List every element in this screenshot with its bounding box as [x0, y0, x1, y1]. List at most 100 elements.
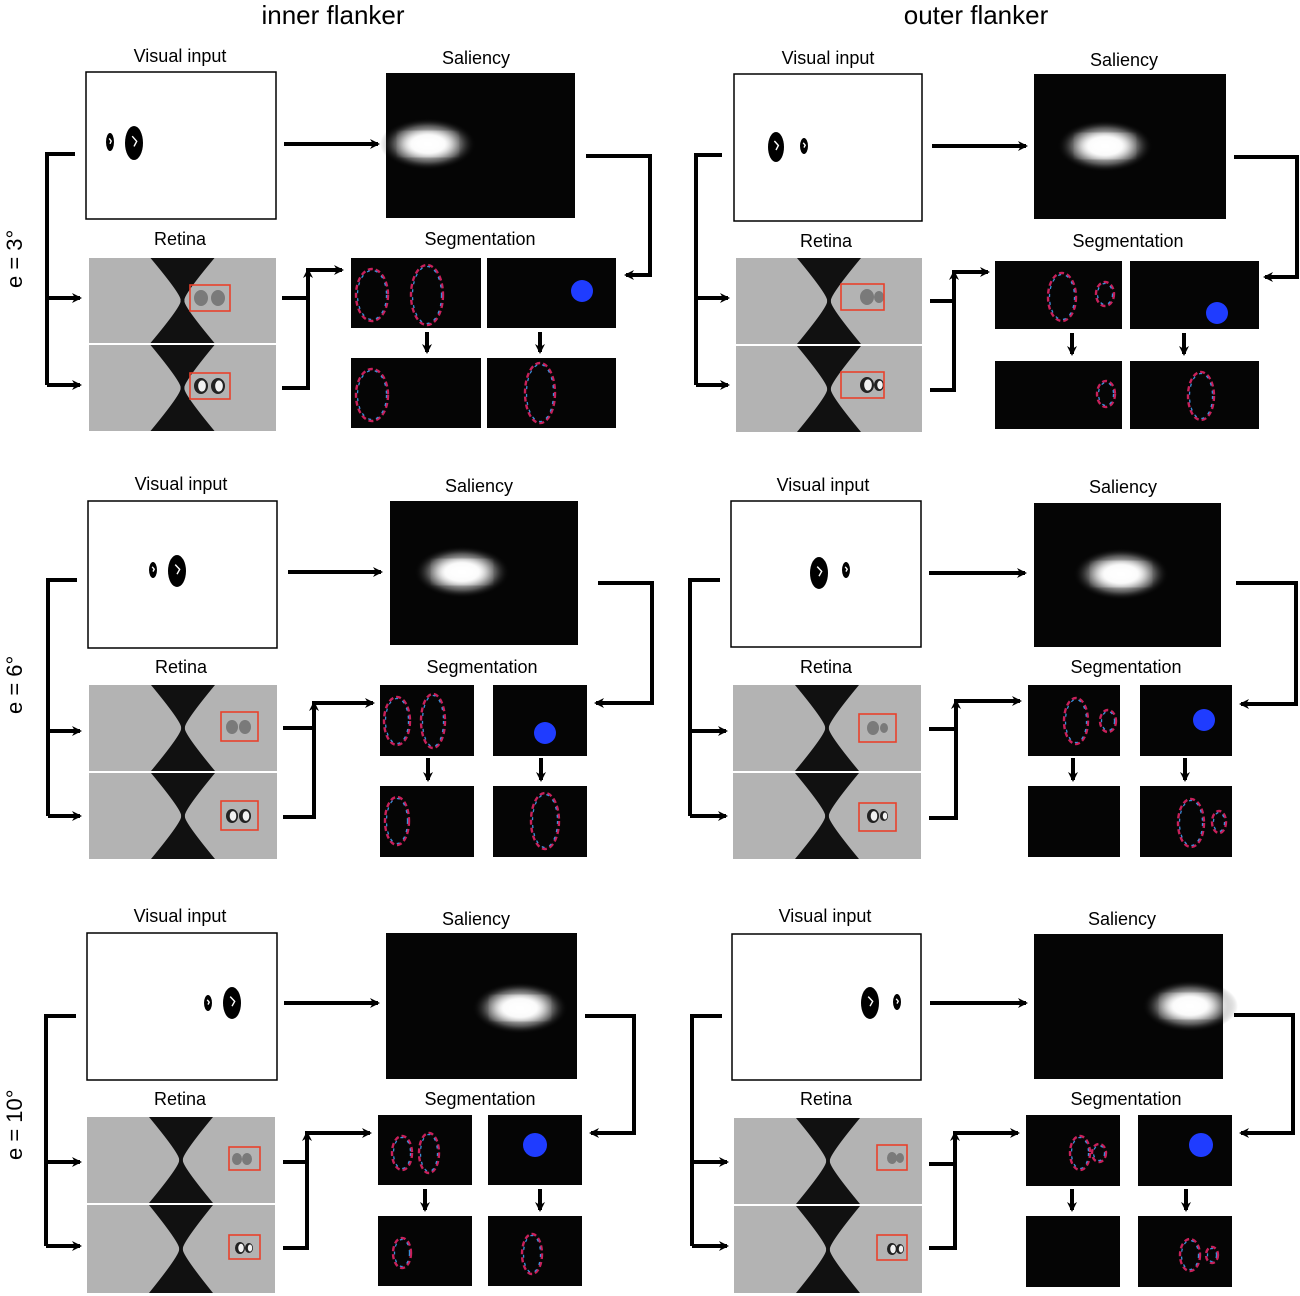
retina-target — [226, 720, 238, 734]
retina-hourglass — [797, 346, 861, 432]
stimulus-gap — [867, 996, 874, 1007]
stimulus-gap — [773, 140, 780, 151]
arrow-trunk — [44, 1014, 76, 1246]
segmentation-marker — [1193, 709, 1215, 731]
segmentation-contour-inner — [356, 269, 388, 321]
segmentation-panel — [1138, 1216, 1232, 1287]
arrow-retina-to-segmentation — [930, 270, 959, 392]
retina-target-highlight — [215, 380, 223, 392]
segmentation-contour — [382, 695, 412, 747]
segmentation-contour-inner — [1064, 698, 1088, 744]
label-retina: Retina — [153, 1089, 207, 1109]
arrow-retina-to-segmentation — [282, 268, 313, 390]
segmentation-contour — [529, 791, 561, 851]
stimulus-gap — [108, 137, 113, 145]
label-saliency: Saliency — [444, 476, 514, 496]
stimulus-gap — [816, 566, 823, 577]
stimulus-blob — [810, 557, 828, 589]
retina-highlight-box — [840, 371, 885, 399]
segmentation-panel — [1140, 685, 1232, 756]
segmentation-contour-inner — [522, 1234, 542, 1274]
stimulus-blob — [125, 126, 143, 160]
segmentation-contour — [1095, 379, 1117, 409]
segmentation-panel — [995, 361, 1122, 429]
retina-hourglass — [149, 1205, 213, 1293]
segmentation-contour — [354, 267, 390, 323]
arrow-retina-to-segmentation — [283, 701, 319, 819]
segmentation-contour — [1098, 708, 1118, 734]
stimulus-blob — [893, 994, 901, 1010]
segmentation-contour — [383, 795, 411, 847]
label-segmentation: Segmentation — [426, 657, 538, 677]
label-saliency: Saliency — [1089, 50, 1159, 70]
retina-highlight-box — [220, 800, 259, 831]
stimulus-blob — [168, 555, 186, 587]
arrow-retina-to-segmentation — [929, 1131, 960, 1250]
segmentation-contour-inner — [421, 694, 445, 748]
segmentation-marker — [534, 722, 556, 744]
stimulus-gap — [229, 996, 236, 1007]
arrow-saliency-to-segmentation — [1234, 155, 1299, 282]
label-visual-input: Visual input — [781, 48, 875, 68]
saliency-core — [402, 133, 454, 155]
segmentation-contour-inner — [1096, 282, 1114, 306]
arrow-saliency-to-segmentation — [586, 154, 652, 280]
label-retina: Retina — [153, 229, 207, 249]
segmentation-contour — [520, 1232, 544, 1276]
label-visual-input: Visual input — [133, 46, 227, 66]
retina-highlight-box — [840, 283, 885, 311]
label-retina: Retina — [799, 657, 853, 677]
segmentation-panel — [488, 1216, 582, 1286]
segmentation-panel — [1130, 361, 1259, 429]
segmentation-panel — [380, 786, 474, 857]
segmentation-contour-inner — [1188, 372, 1214, 420]
retina-target-highlight — [247, 1244, 253, 1252]
retina-target-highlight — [882, 812, 888, 820]
retina-target-highlight — [229, 811, 237, 821]
visual-input-panel — [731, 933, 922, 1081]
arrow-retina-to-segmentation — [283, 1128, 372, 1164]
label-visual-input: Visual input — [778, 906, 872, 926]
label-segmentation: Segmentation — [1070, 657, 1182, 677]
retina-hourglass — [795, 773, 859, 859]
segmentation-contour — [1210, 809, 1228, 835]
stimulus-gap — [802, 142, 807, 148]
retina-hourglass — [795, 685, 859, 771]
segmentation-contour-inner — [1070, 1136, 1090, 1170]
segmentation-contour-inner — [1100, 710, 1116, 732]
segmentation-contour-inner — [356, 369, 388, 421]
arrow-trunk — [45, 152, 75, 385]
segmentation-contour-inner — [411, 265, 443, 325]
label-saliency: Saliency — [1087, 909, 1157, 929]
retina-target — [242, 1153, 252, 1165]
segmentation-contour-inner — [1092, 1144, 1106, 1162]
saliency-core — [1095, 563, 1147, 585]
retina-target-highlight — [864, 379, 872, 391]
retina-target-highlight — [898, 1245, 904, 1253]
visual-input-panel — [86, 932, 278, 1081]
retina-hourglass — [796, 1206, 860, 1293]
segmentation-contour — [354, 367, 390, 423]
arrow-retina-to-segmentation — [929, 696, 1022, 731]
visual-input-panel — [85, 71, 277, 220]
arrow-trunk — [688, 578, 720, 816]
segmentation-contour-inner — [1097, 381, 1115, 407]
segmentation-contour — [409, 263, 445, 327]
saliency-core — [1164, 995, 1216, 1017]
retina-highlight-box — [858, 802, 897, 832]
retina-highlight-box — [220, 711, 259, 742]
retina-target — [194, 290, 208, 306]
arrow-trunk — [690, 1014, 722, 1246]
segmentation-panel — [1130, 261, 1259, 329]
retina-target-highlight — [238, 1243, 244, 1253]
retina-target — [860, 289, 874, 305]
retina-target-highlight — [877, 380, 883, 390]
stimulus-blob — [842, 562, 850, 578]
segmentation-marker — [1206, 302, 1228, 324]
retina-target — [880, 723, 888, 733]
column-header-inner-flanker: inner flanker — [261, 0, 405, 30]
retina-target — [239, 720, 251, 734]
segmentation-contour — [417, 1131, 441, 1175]
label-retina: Retina — [799, 1089, 853, 1109]
retina-target — [232, 1153, 242, 1165]
